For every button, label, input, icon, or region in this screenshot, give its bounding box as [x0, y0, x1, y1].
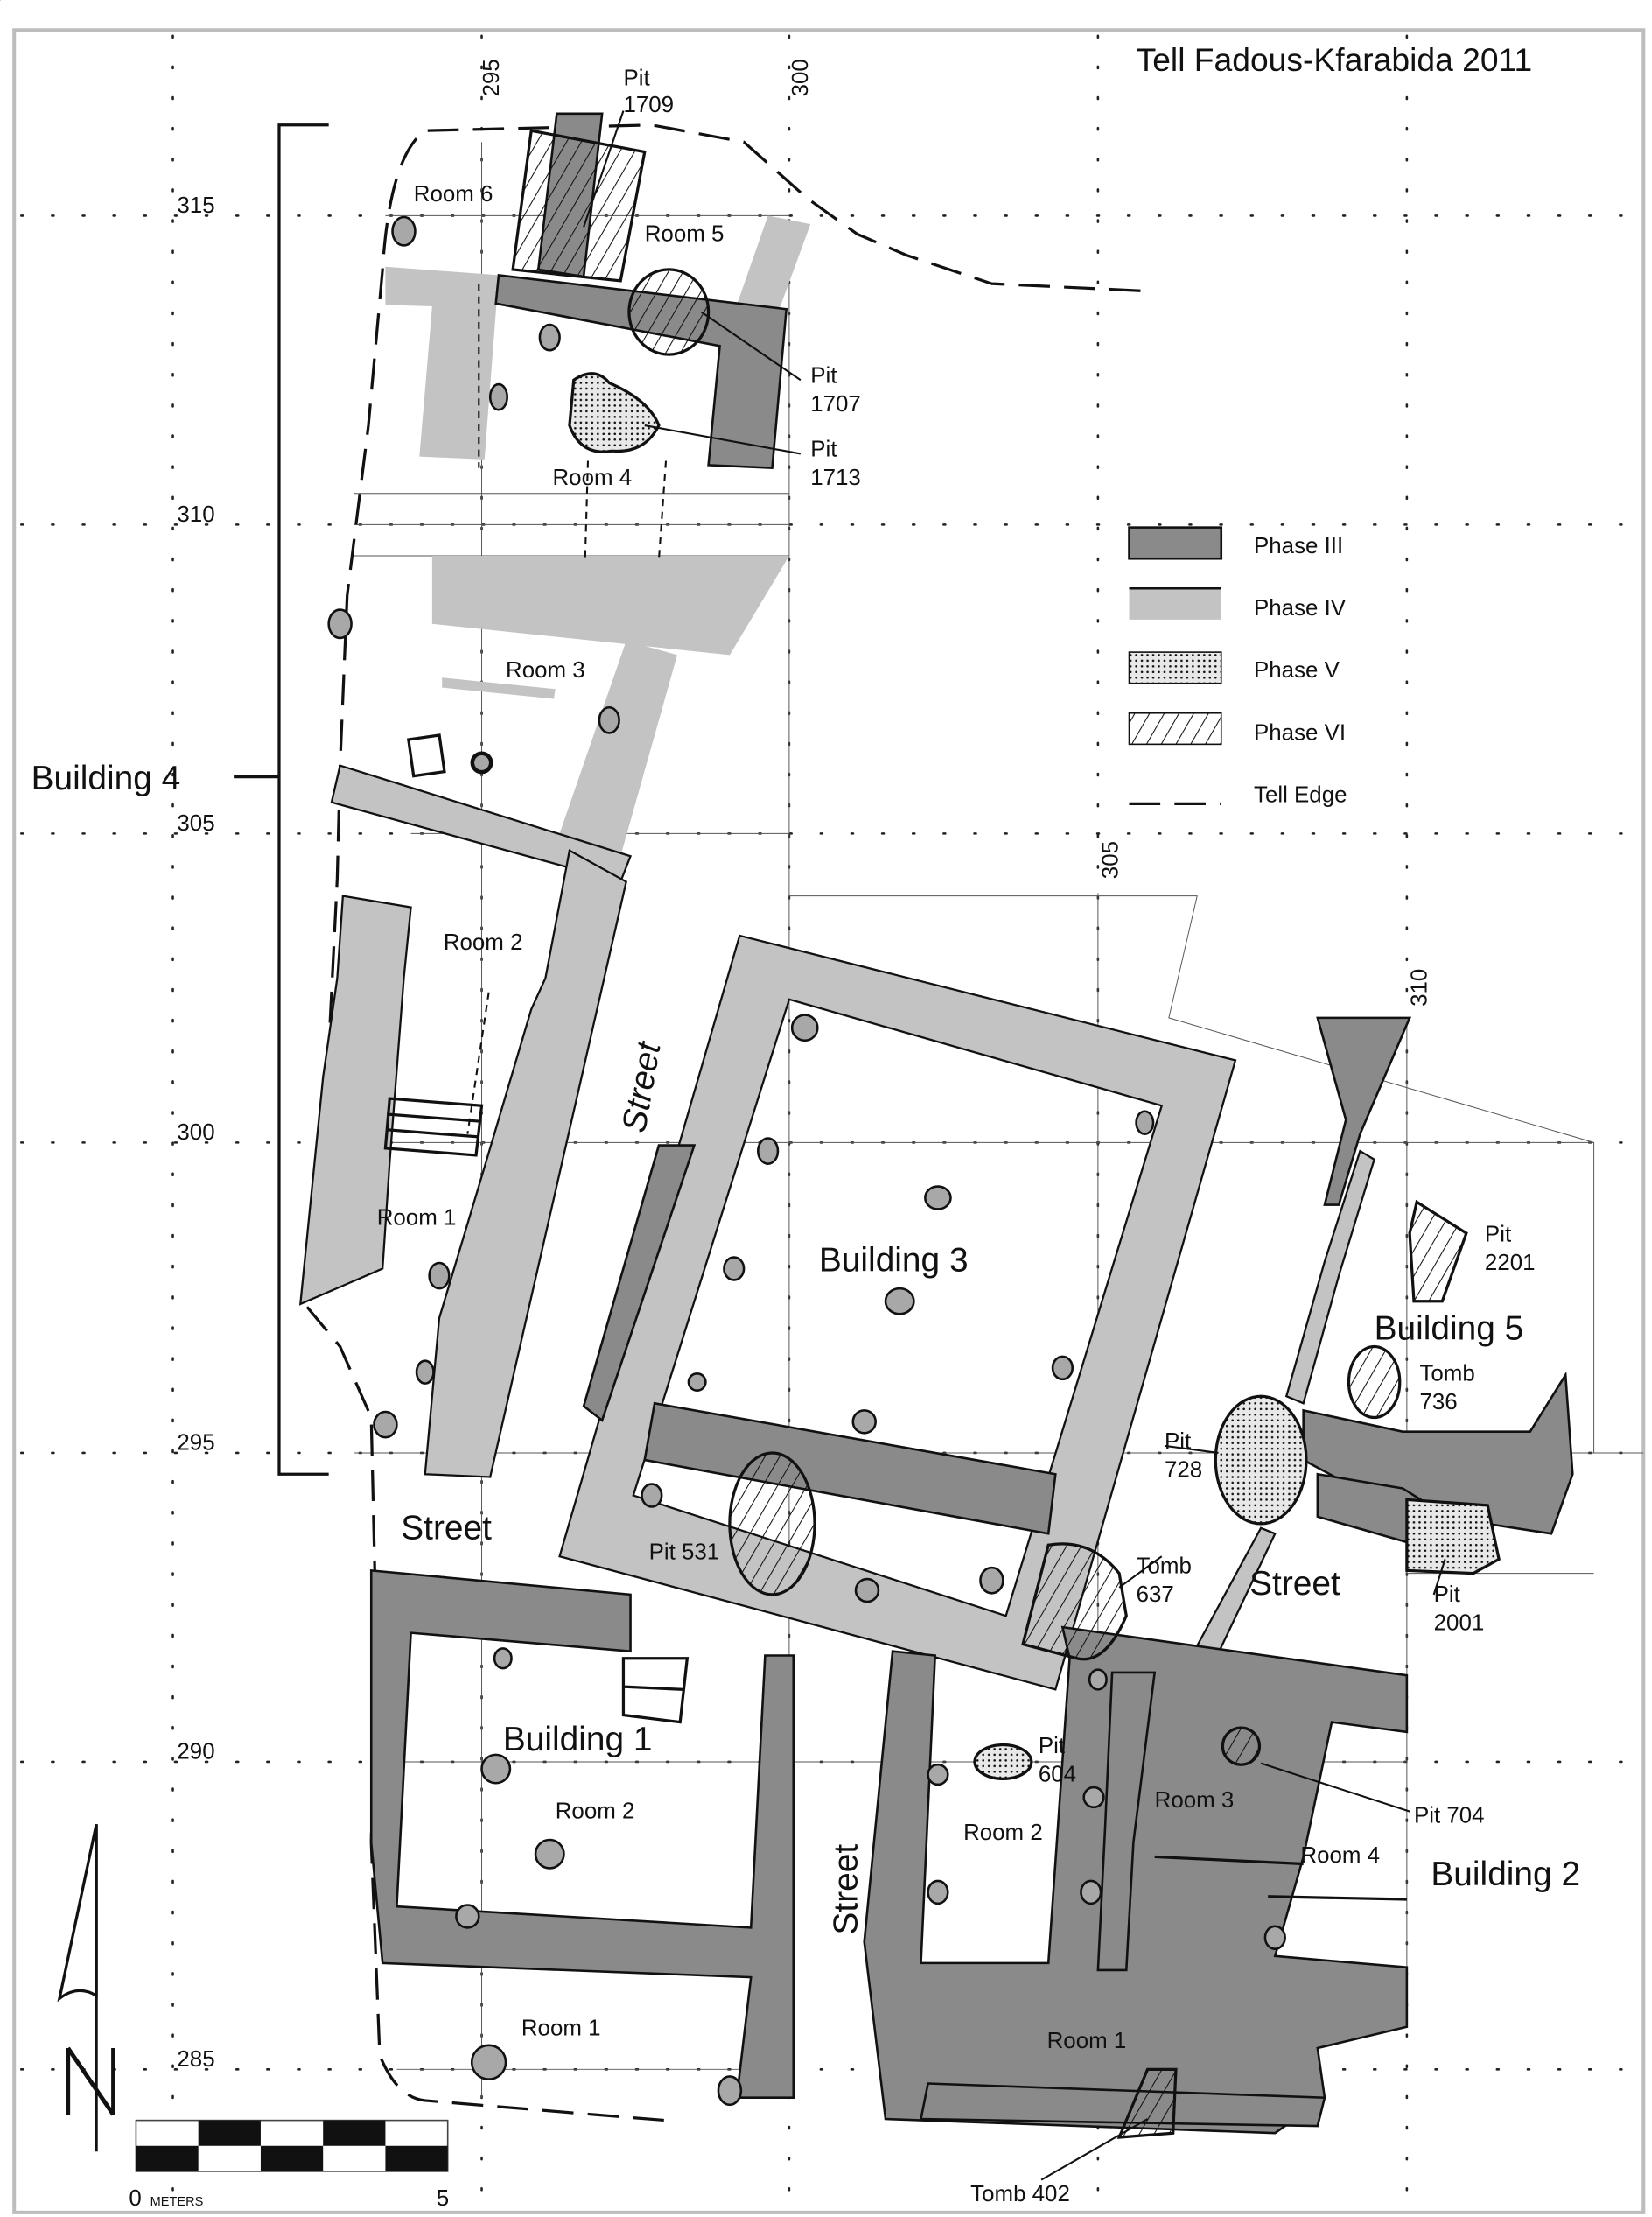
northing-label: 290 [177, 1740, 214, 1764]
street-label: Street [401, 1510, 492, 1547]
building-1-label: Building 1 [503, 1721, 653, 1758]
legend-label: Phase VI [1254, 721, 1346, 746]
stairs [383, 1097, 484, 1157]
pit-1709 [511, 129, 647, 283]
scale-end: 5 [437, 2186, 449, 2211]
room-4-label: Room 4 [1300, 1843, 1380, 1868]
street-label: Street [828, 1844, 865, 1935]
tomb-637 [1021, 1542, 1128, 1661]
leader-line [583, 110, 1446, 2181]
room-2-label: Room 2 [963, 1821, 1043, 1845]
northing-label: 285 [177, 2047, 214, 2072]
room-4-label: Room 4 [552, 466, 632, 490]
dashed-wall-line [466, 284, 668, 1134]
room-6-label: Room 6 [414, 182, 494, 207]
street-label: Street [1250, 1565, 1340, 1603]
room-1-label: Room 1 [1047, 2029, 1127, 2053]
easting-label: 295 [480, 59, 504, 96]
legend-swatch-phase-vi [1128, 712, 1222, 746]
feature-square [406, 733, 446, 778]
legend-swatch-phase-v [1128, 651, 1222, 684]
map-title: Tell Fadous-Kfarabida 2011 [1137, 41, 1533, 78]
room-1-label: Room 1 [377, 1205, 457, 1230]
room-3-label: Room 3 [506, 658, 585, 683]
building-4-bracket [234, 123, 329, 1476]
north-arrow-icon [57, 1823, 116, 2152]
phase-iv-walls [298, 215, 1376, 1759]
legend-swatch-phase-iv [1129, 588, 1222, 620]
building-4-label: Building 4 [32, 760, 181, 797]
room-3-label: Room 3 [1155, 1788, 1235, 1813]
pit-728 [1214, 1394, 1308, 1526]
phase-iii-walls [369, 112, 1574, 2135]
northing-label: 310 [177, 502, 214, 527]
room-2-label: Room 2 [556, 1800, 635, 1824]
scale-unit: METERS [150, 2195, 204, 2209]
easting-label: 300 [788, 59, 813, 96]
building-5-label: Building 5 [1375, 1309, 1524, 1347]
postholes [327, 215, 1286, 2107]
pit-531 [728, 1451, 816, 1596]
scale-bar: 0 METERS 5 [129, 2119, 449, 2211]
northing-label: 295 [177, 1431, 214, 1456]
tomb-402 [1116, 2067, 1178, 2139]
map-frame [12, 28, 1646, 2214]
legend-label: Phase IV [1254, 596, 1347, 621]
pit-704-label: Pit 704 [1414, 1804, 1485, 1828]
room-5-label: Room 5 [645, 222, 724, 247]
pit-2001 [1405, 1498, 1501, 1575]
north-letter: N [0, 0, 2, 1]
pit-2201 [1408, 1199, 1468, 1303]
tell-edge-line [303, 123, 1141, 2122]
northing-label: 315 [177, 193, 214, 218]
pit-1713 [568, 372, 661, 453]
tomb-402-label: Tomb 402 [970, 2182, 1070, 2206]
pit-604 [973, 1743, 1033, 1781]
room-1-label: Room 1 [522, 2016, 601, 2040]
building-2-label: Building 2 [1431, 1856, 1580, 1893]
pit-704 [1221, 1726, 1262, 1766]
dividing-line [1154, 1855, 1407, 1901]
legend-label: Phase III [1254, 534, 1343, 558]
tomb-736 [1347, 1344, 1402, 1420]
easting-label: 310 [1408, 969, 1432, 1007]
pit-531-label: Pit 531 [649, 1540, 720, 1564]
northing-label: 305 [177, 811, 214, 836]
legend: Phase III Phase IV Phase V Phase VI Tell… [1128, 526, 1348, 808]
easting-label: 305 [1099, 841, 1124, 879]
pit-1707 [627, 268, 710, 356]
northing-label: 300 [177, 1120, 214, 1145]
legend-label: Tell Edge [1254, 783, 1348, 808]
room-2-label: Room 2 [444, 930, 523, 955]
legend-swatch-phase-iii [1128, 526, 1223, 560]
feature-ring [470, 751, 494, 775]
scale-start: 0 [129, 2186, 141, 2211]
legend-label: Phase V [1254, 658, 1340, 683]
threshold [621, 1657, 690, 1724]
building-3-label: Building 3 [819, 1242, 969, 1280]
